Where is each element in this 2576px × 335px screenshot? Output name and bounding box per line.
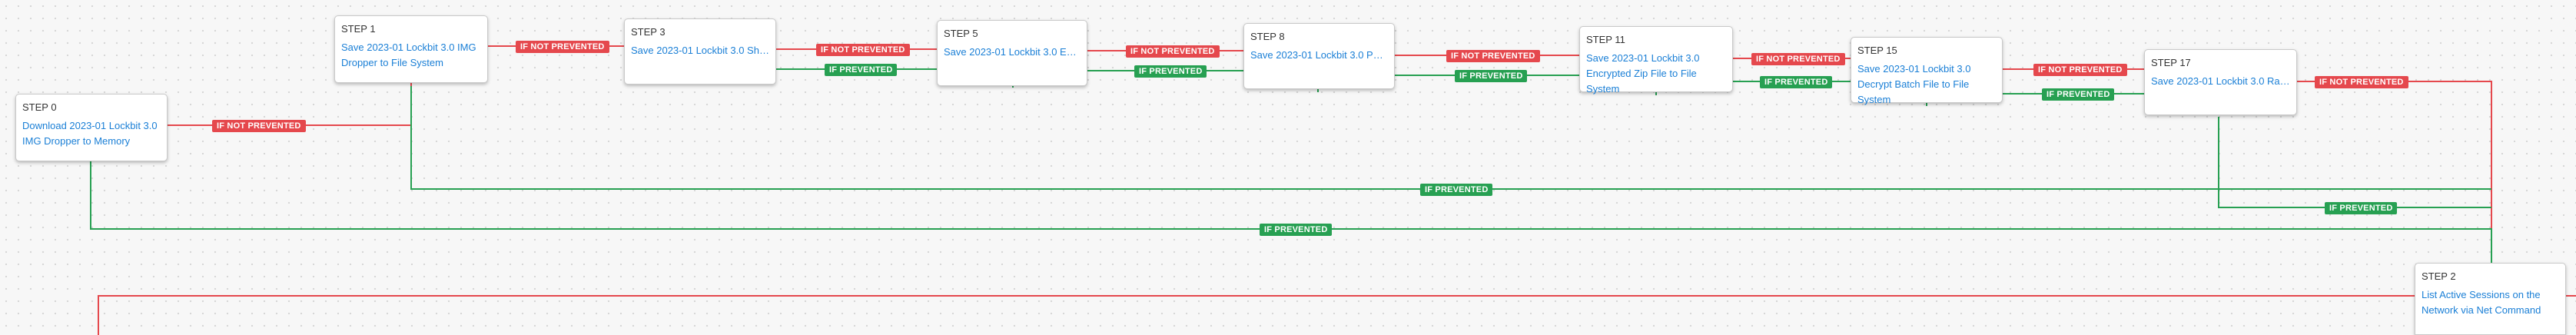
- step-action-link[interactable]: Save 2023-01 Lockbit 3.0 Persistence Bat…: [1250, 49, 1388, 61]
- step-node-3[interactable]: STEP 3 Save 2023-01 Lockbit 3.0 Shortcut…: [624, 18, 776, 85]
- step-node-5[interactable]: STEP 5 Save 2023-01 Lockbit 3.0 Environm…: [937, 20, 1087, 86]
- step-number: STEP 5: [944, 28, 978, 39]
- step-node-0[interactable]: STEP 0 Download 2023-01 Lockbit 3.0 IMG …: [15, 94, 168, 161]
- step-node-15[interactable]: STEP 15 Save 2023-01 Lockbit 3.0 Decrypt…: [1851, 37, 2003, 105]
- step-node-17[interactable]: STEP 17 Save 2023-01 Lockbit 3.0 Ransomw…: [2144, 49, 2297, 115]
- badge-prevented-step15: IF PREVENTED: [2042, 88, 2115, 101]
- badge-prevented-step3: IF PREVENTED: [825, 64, 898, 76]
- badge-not-prevented-step0: IF NOT PREVENTED: [212, 120, 306, 132]
- step-action-link[interactable]: Save 2023-01 Lockbit 3.0 Decrypt Batch F…: [1857, 63, 1971, 105]
- edge-step0-step2-prevented: [90, 161, 2492, 263]
- step-number: STEP 1: [341, 23, 376, 35]
- step-action-link[interactable]: Save 2023-01 Lockbit 3.0 IMG Dropper to …: [341, 41, 476, 68]
- edge-step17-step2-not-prevented: [2297, 81, 2492, 263]
- step-node-11[interactable]: STEP 11 Save 2023-01 Lockbit 3.0 Encrypt…: [1579, 26, 1733, 95]
- step-number: STEP 17: [2151, 57, 2191, 68]
- step-number: STEP 2: [2422, 270, 2456, 282]
- step-action-link[interactable]: List Active Sessions on the Network via …: [2422, 289, 2541, 316]
- step-action-link[interactable]: Save 2023-01 Lockbit 3.0 Encrypted Zip F…: [1586, 52, 1700, 95]
- edge-step1-step2-prevented: [410, 86, 2491, 190]
- step-action-link[interactable]: Save 2023-01 Lockbit 3.0 Ransomware Samp…: [2151, 75, 2290, 87]
- badge-not-prevented-step1: IF NOT PREVENTED: [516, 41, 609, 53]
- step-action-link[interactable]: Download 2023-01 Lockbit 3.0 IMG Dropper…: [22, 120, 158, 147]
- step-node-1[interactable]: STEP 1 Save 2023-01 Lockbit 3.0 IMG Drop…: [334, 15, 488, 83]
- edge-step2-exit-not-prevented: [98, 295, 2416, 335]
- step-number: STEP 15: [1857, 45, 1897, 56]
- step-action-link[interactable]: Save 2023-01 Lockbit 3.0 Environment Che…: [944, 46, 1081, 58]
- badge-not-prevented-step15: IF NOT PREVENTED: [2033, 64, 2127, 76]
- step-action-link[interactable]: Save 2023-01 Lockbit 3.0 Shortcut LNK Ru…: [631, 45, 769, 56]
- step-number: STEP 8: [1250, 31, 1285, 42]
- step-number: STEP 11: [1586, 34, 1625, 45]
- badge-not-prevented-step5: IF NOT PREVENTED: [1126, 45, 1220, 58]
- badge-not-prevented-step8: IF NOT PREVENTED: [1446, 50, 1540, 62]
- badge-prevented-step11: IF PREVENTED: [1760, 76, 1833, 88]
- badge-prevented-step1: IF PREVENTED: [1420, 184, 1493, 196]
- badge-not-prevented-step11: IF NOT PREVENTED: [1751, 53, 1845, 65]
- badge-prevented-step0: IF PREVENTED: [1260, 224, 1333, 236]
- step-node-8[interactable]: STEP 8 Save 2023-01 Lockbit 3.0 Persiste…: [1243, 23, 1395, 89]
- badge-prevented-step8: IF PREVENTED: [1455, 70, 1528, 82]
- step-node-2[interactable]: STEP 2 List Active Sessions on the Netwo…: [2415, 263, 2566, 335]
- badge-prevented-step17: IF PREVENTED: [2325, 202, 2398, 214]
- step-number: STEP 3: [631, 26, 666, 38]
- edge-step17-step2-prevented: [2218, 117, 2491, 208]
- badge-not-prevented-step17: IF NOT PREVENTED: [2315, 76, 2408, 88]
- badge-not-prevented-step3: IF NOT PREVENTED: [816, 44, 910, 56]
- step-number: STEP 0: [22, 101, 57, 113]
- badge-prevented-step5: IF PREVENTED: [1134, 65, 1207, 78]
